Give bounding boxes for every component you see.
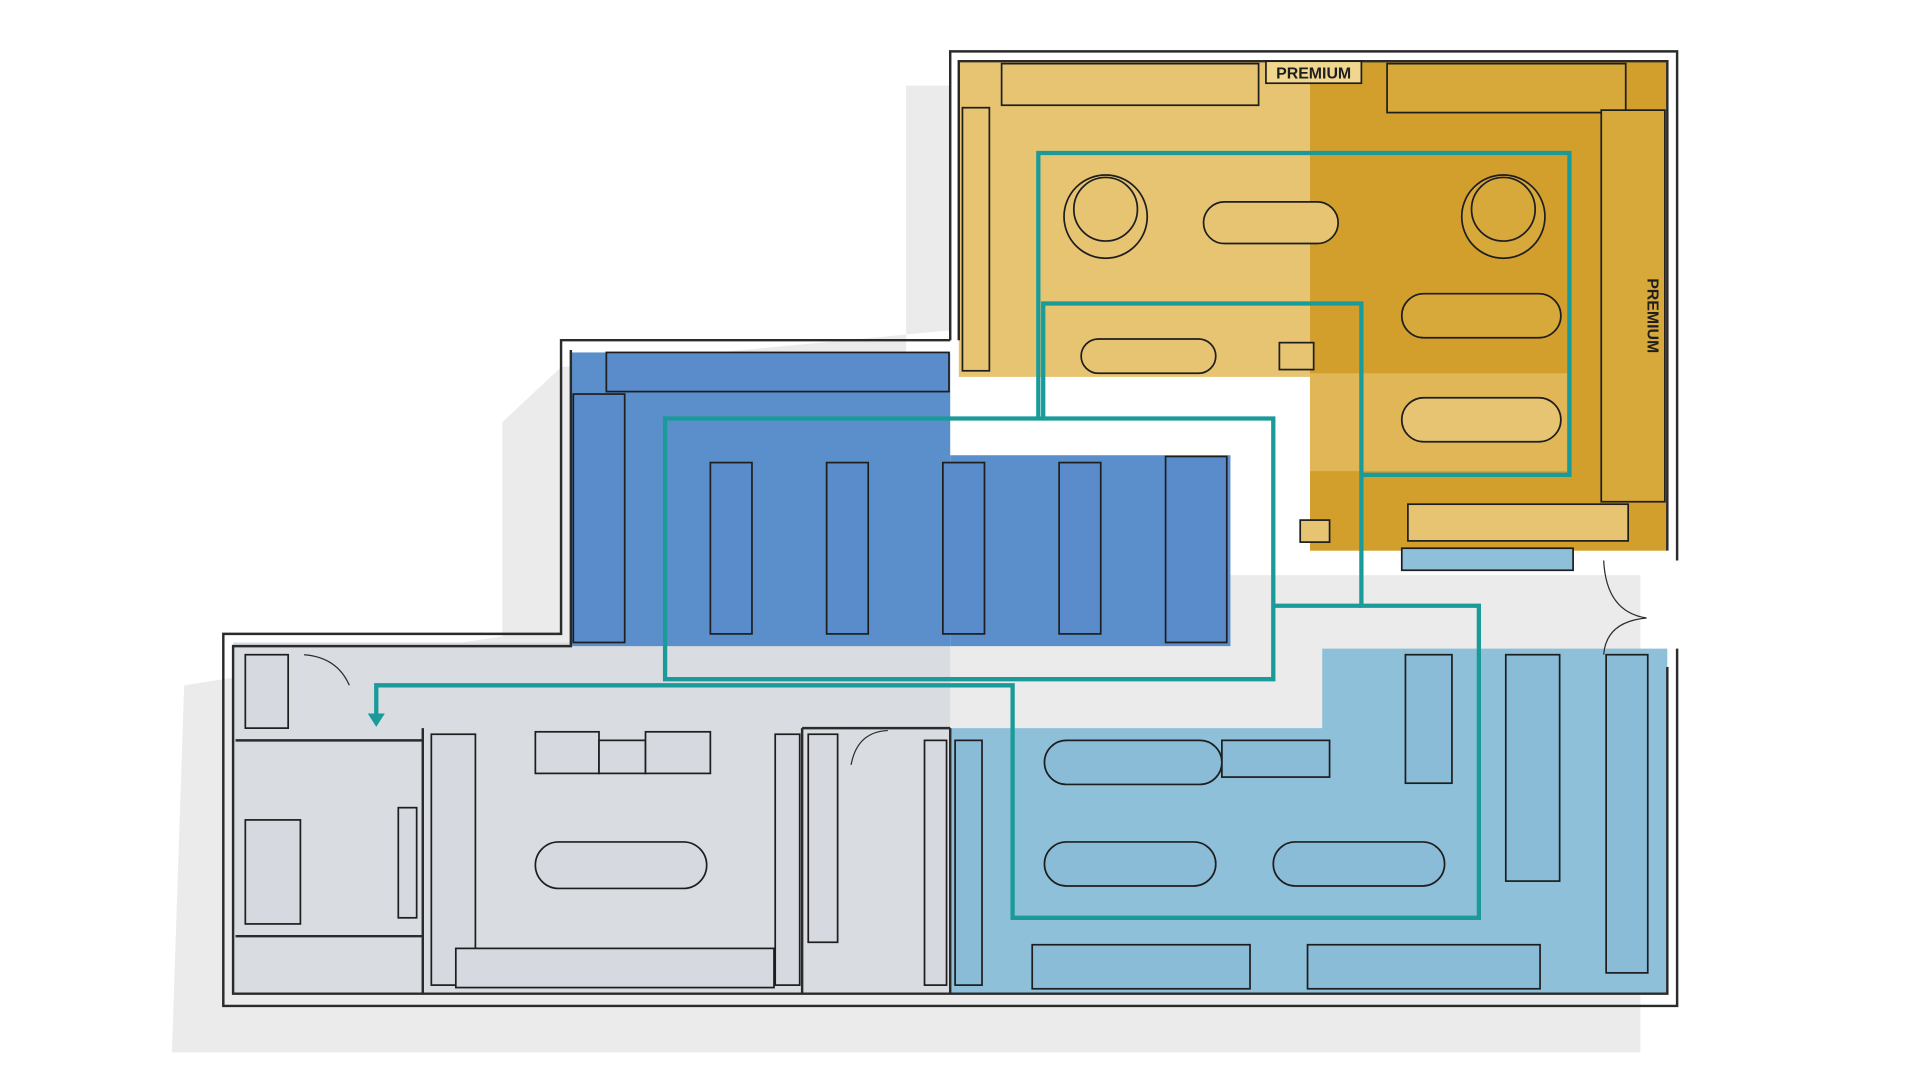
wall-shelf-right xyxy=(1600,109,1666,503)
gondola-shelf xyxy=(825,461,870,635)
oval-gondola xyxy=(1043,739,1223,786)
gondola-shelf xyxy=(709,461,753,635)
wall-shelf-top-right xyxy=(1386,62,1627,114)
bottom-shelf xyxy=(1306,943,1541,990)
path-blue-loop xyxy=(662,416,1276,682)
blue-floor-left xyxy=(570,352,951,647)
back-of-house-floor xyxy=(233,642,951,994)
premium-sign-top xyxy=(1265,60,1363,85)
storage-box xyxy=(534,730,600,775)
blue-fixtures xyxy=(572,351,1228,644)
gondola-shelf xyxy=(1058,461,1102,635)
wall-shelf-right xyxy=(1605,653,1649,974)
counter-bottom xyxy=(1407,503,1630,542)
tall-shelf xyxy=(1504,653,1561,882)
wall-shelf-left xyxy=(954,739,983,986)
display-cube xyxy=(1299,519,1331,543)
bottom-shelf xyxy=(1031,943,1251,990)
oval-gondola xyxy=(534,841,708,890)
storage-box xyxy=(644,730,712,775)
oval-gondola xyxy=(1043,841,1217,887)
premium-label-top: PREMIUM xyxy=(1276,65,1351,82)
locker xyxy=(244,819,302,925)
oval-gondola xyxy=(1272,841,1446,887)
round-table-top xyxy=(1470,176,1537,242)
oval-gondola xyxy=(1202,201,1339,245)
path-premium-loop xyxy=(1036,150,1572,477)
oval-gondola xyxy=(1400,292,1562,339)
cabinet xyxy=(244,653,290,729)
path-main-route xyxy=(374,301,1482,920)
oval-gondola xyxy=(1400,396,1562,443)
light-blue-fixtures xyxy=(954,653,1649,990)
display-unit xyxy=(1404,653,1453,785)
wall-shelf-left xyxy=(961,106,991,372)
rack xyxy=(923,739,948,986)
wall-shelf-top-left xyxy=(1000,62,1260,107)
locker xyxy=(397,806,418,919)
checkout-counter xyxy=(1164,455,1228,644)
oval-gondola xyxy=(1080,338,1217,375)
light-blue-floor xyxy=(950,648,1668,994)
rack xyxy=(807,733,839,944)
premium-label-side: PREMIUM xyxy=(1644,278,1661,353)
wall-shelf xyxy=(430,733,477,986)
back-of-house-fixtures xyxy=(244,653,948,989)
round-table-top xyxy=(1072,176,1139,242)
storage-box xyxy=(598,739,647,775)
outer-wall xyxy=(948,50,1679,561)
gondola-shelf xyxy=(942,461,986,635)
bottom-shelf xyxy=(454,947,775,989)
wall-shelf-left xyxy=(572,393,626,644)
wall-shelf xyxy=(774,733,801,986)
counter-base xyxy=(1400,547,1574,572)
walls xyxy=(222,50,1679,1008)
path-arrow-icon xyxy=(367,713,385,727)
service-counter xyxy=(1221,739,1331,778)
customer-path xyxy=(367,150,1572,920)
wall-shelf-top xyxy=(605,351,950,393)
display-cube xyxy=(1278,341,1315,371)
premium-fixtures: PREMIUM PREMIUM xyxy=(961,60,1666,572)
